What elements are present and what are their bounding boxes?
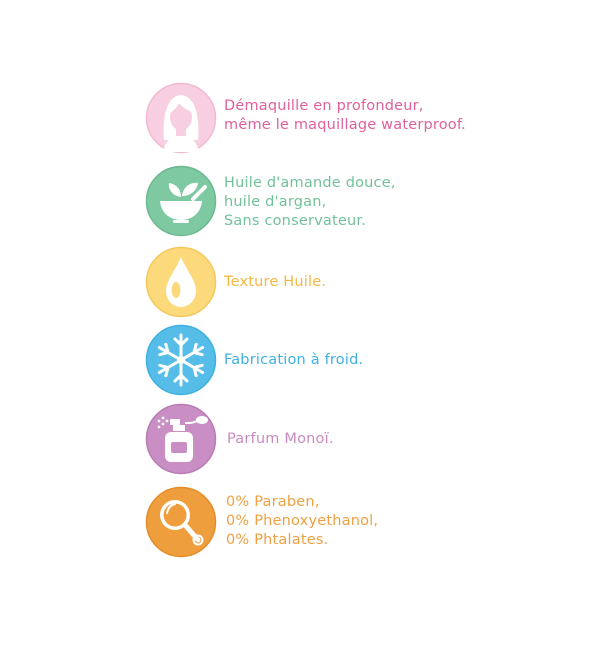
feature-monoi-fragrance: Parfum Monoï.: [143, 401, 563, 477]
feature-natural-oils: Huile d'amande douce, huile d'argan, San…: [143, 163, 563, 239]
woman-face-icon: [144, 81, 218, 155]
feature-line: Fabrication à froid.: [224, 352, 364, 368]
feature-text: Fabrication à froid.: [224, 351, 363, 370]
feature-line: 0% Phenoxyethanol,: [226, 513, 379, 529]
feature-text: Parfum Monoï.: [227, 430, 334, 449]
woman-face-badge: [143, 80, 219, 156]
feature-line: Sans conservateur.: [224, 213, 367, 229]
magnifying-glass-badge: [143, 484, 219, 560]
snowflake-icon: [144, 323, 218, 397]
feature-line: même le maquillage waterproof.: [224, 117, 466, 133]
oil-drop-icon: [144, 245, 218, 319]
magnifying-glass-icon: [144, 485, 218, 559]
feature-line: Texture Huile.: [224, 274, 327, 290]
feature-line: 0% Paraben,: [226, 494, 320, 510]
feature-text: Huile d'amande douce, huile d'argan, San…: [224, 174, 396, 231]
leaves-mortar-bowl-icon: [144, 164, 218, 238]
perfume-bottle-icon: [144, 402, 218, 476]
feature-line: 0% Phtalates.: [226, 532, 329, 548]
oil-drop-badge: [143, 244, 219, 320]
feature-text: Texture Huile.: [224, 273, 326, 292]
feature-makeup-removal: Démaquille en profondeur, même le maquil…: [143, 80, 563, 156]
snowflake-badge: [143, 322, 219, 398]
feature-line: Huile d'amande douce,: [224, 175, 396, 191]
feature-line: Démaquille en profondeur,: [224, 98, 424, 114]
feature-text: 0% Paraben, 0% Phenoxyethanol, 0% Phtala…: [226, 493, 378, 550]
leaves-bowl-badge: [143, 163, 219, 239]
feature-cold-process: Fabrication à froid.: [143, 322, 563, 398]
feature-text: Démaquille en profondeur, même le maquil…: [224, 97, 466, 135]
feature-free-from: 0% Paraben, 0% Phenoxyethanol, 0% Phtala…: [143, 484, 563, 560]
feature-oil-texture: Texture Huile.: [143, 244, 563, 320]
feature-line: Parfum Monoï.: [227, 431, 334, 447]
perfume-bottle-badge: [143, 401, 219, 477]
feature-line: huile d'argan,: [224, 194, 327, 210]
